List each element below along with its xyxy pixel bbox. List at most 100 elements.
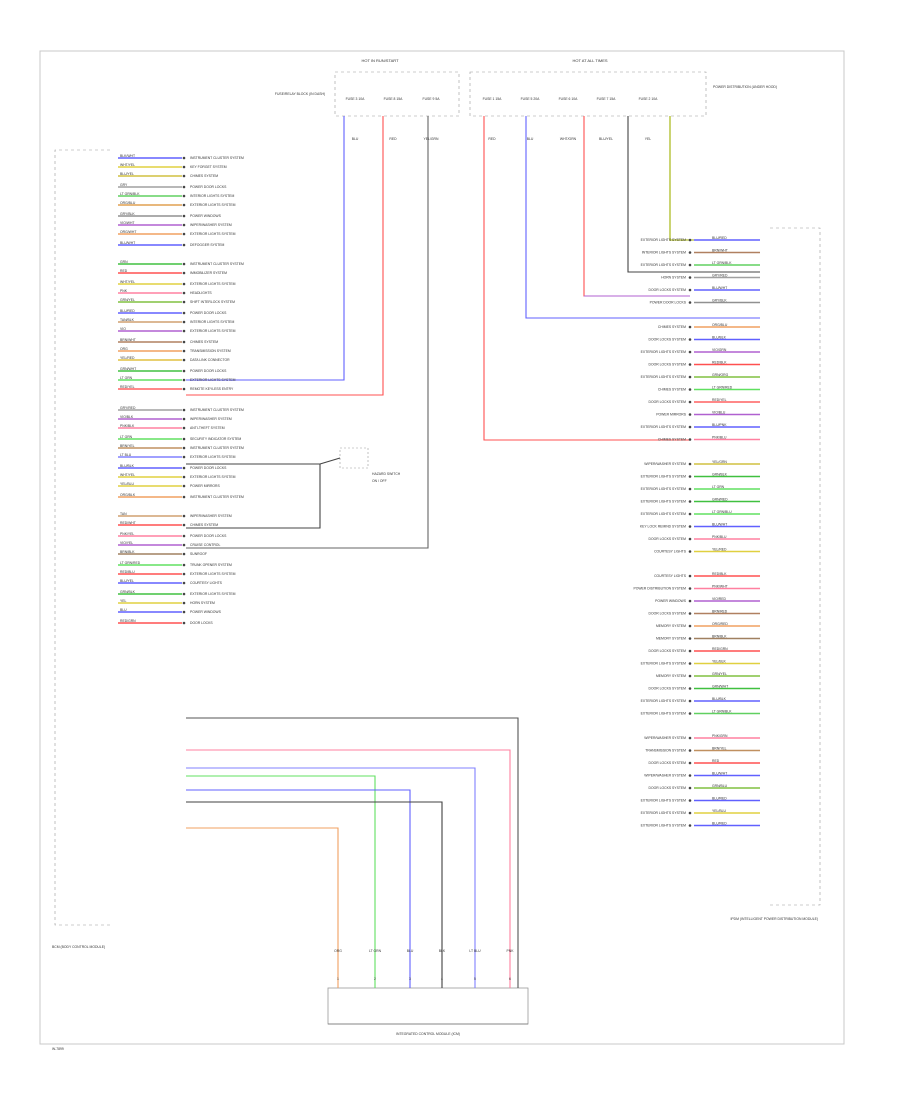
right-pin-system-label: TRANSMISSION SYSTEM (645, 749, 686, 753)
left-pin-system-label: EXTERIOR LIGHTS SYSTEM (190, 203, 236, 207)
left-pin-wire-label: YEL/RED (120, 356, 135, 360)
right-pin-system-label: WIPER/WASHER SYSTEM (644, 736, 686, 740)
left-pin-system-label: WIPER/WASHER SYSTEM (190, 417, 232, 421)
right-pin-terminal (688, 624, 692, 628)
left-pin-system-label: INSTRUMENT CLUSTER SYSTEM (190, 495, 244, 499)
right-pin-wire-label: BLU/PNK (712, 423, 727, 427)
left-pin-system-label: POWER DOOR LOCKS (190, 185, 227, 189)
right-pin-wire-label: PNK/GRN (712, 734, 728, 738)
left-pin-system-label: WIPER/WASHER SYSTEM (190, 514, 232, 518)
fuse-label: FUSE 5 20A (521, 97, 541, 101)
fuse-label: FUSE 6 10A (559, 97, 579, 101)
right-pin-terminal (688, 612, 692, 615)
right-pin-wire-label: BLU/BLK (712, 336, 727, 340)
right-pin-system-label: POWER DOOR LOCKS (650, 301, 687, 305)
left-pin-wire-label: VIO (120, 327, 126, 331)
right-pin-wire-label: YEL/BLU (712, 809, 726, 813)
left-pin-terminal (182, 484, 186, 488)
right-pin-terminal (688, 251, 692, 254)
left-pin-system-label: DEFOGGER SYSTEM (190, 243, 224, 247)
left-pin-wire-label: ORG/BLK (120, 493, 136, 497)
fuse-wire-label: YEL (645, 137, 652, 141)
right-pin-system-label: DOOR LOCKS SYSTEM (649, 537, 687, 541)
right-pin-terminal (688, 487, 692, 491)
right-pin-terminal (688, 712, 692, 715)
left-pin-wire-label: RED/YEL (120, 385, 135, 389)
left-pin-wire-label: RED (120, 269, 128, 273)
right-pin-terminal (688, 500, 692, 503)
right-pin-terminal (688, 799, 692, 802)
left-pin-wire-label: WHT/YEL (120, 280, 135, 284)
bottom-module-wire (186, 789, 411, 988)
right-pin-wire-label: VIO/GRN (712, 348, 727, 352)
left-pin-terminal (182, 214, 186, 218)
left-pin-terminal (182, 592, 186, 596)
left-pin-terminal (182, 282, 186, 286)
hazard-switch-sub: ON / OFF (372, 479, 387, 483)
right-pin-wire-label: BLU/WHT (712, 772, 727, 776)
bottom-module-wire (186, 801, 443, 988)
left-pin-terminal (182, 185, 186, 189)
right-pin-wire-label: LT GRN/RED (712, 386, 733, 390)
bottom-pin-label: 2 (374, 977, 376, 981)
left-pin-wire-label: BLU (120, 608, 127, 612)
right-pin-terminal (688, 363, 692, 366)
left-pin-wire-label: LT BLU (120, 453, 132, 457)
fuse-label: FUSE 7 15A (597, 97, 617, 101)
right-pin-wire-label: ORG/RED (712, 622, 728, 626)
fuse-wire-label: BLU (527, 137, 534, 141)
left-pin-terminal (182, 300, 186, 304)
left-pin-system-label: CHIMES SYSTEM (190, 340, 218, 344)
right-pin-terminal (688, 301, 692, 304)
left-pin-terminal (182, 466, 186, 470)
fuse-wire-label: BLU (352, 137, 359, 141)
left-pin-wire-label: GRY (120, 183, 128, 187)
left-pin-wire-label: ORG/BLU (120, 201, 136, 205)
left-pin-terminal (182, 437, 186, 441)
left-pin-wire-label: YEL/BLU (120, 482, 134, 486)
right-pin-wire-label: BLU/RED (712, 797, 727, 801)
right-pin-wire-label: ORG/BLU (712, 323, 728, 327)
left-pin-terminal (182, 174, 186, 178)
bottom-pin-label: 5 (474, 977, 476, 981)
bottom-module-title: INTEGRATED CONTROL MODULE (ICM) (396, 1032, 460, 1036)
fuse-label: FUSE 2 10A (639, 97, 659, 101)
fuse-wire-blk (627, 116, 760, 273)
right-pin-terminal (688, 462, 692, 466)
left-pin-wire-label: TAN/BLK (120, 318, 135, 322)
bottom-wire-label: BLU (407, 949, 414, 953)
right-pin-terminal (688, 599, 692, 603)
right-module-outline (770, 227, 821, 906)
right-pin-terminal (688, 512, 692, 516)
right-pin-terminal (688, 238, 692, 242)
left-pin-terminal (182, 446, 186, 450)
right-pin-terminal (688, 786, 692, 790)
right-pin-system-label: HORN SYSTEM (661, 276, 686, 280)
switch-tap (319, 457, 341, 465)
right-pin-wire-label: BLU/RED (712, 822, 727, 826)
right-pin-system-label: DOOR LOCKS SYSTEM (649, 786, 687, 790)
right-pin-terminal (688, 649, 692, 653)
left-pin-terminal (182, 601, 186, 605)
left-pin-terminal (182, 349, 186, 353)
left-pin-system-label: EXTERIOR LIGHTS SYSTEM (190, 282, 236, 286)
right-pin-wire-label: PNK/WHT (712, 585, 728, 589)
bottom-pin-label: 1 (337, 977, 339, 981)
right-pin-terminal (688, 824, 692, 827)
left-pin-system-label: HEADLIGHTS (190, 291, 212, 295)
left-pin-system-label: CHIMES SYSTEM (190, 523, 218, 527)
right-pin-terminal (688, 375, 692, 379)
left-pin-terminal (182, 291, 186, 295)
right-pin-system-label: EXTERIOR LIGHTS SYSTEM (641, 512, 687, 516)
right-pin-system-label: POWER DISTRIBUTION SYSTEM (633, 587, 686, 591)
left-pin-terminal (182, 572, 186, 576)
left-pin-wire-label: GRN/WHT (120, 367, 136, 371)
right-pin-terminal (688, 400, 692, 404)
right-pin-system-label: INTERIOR LIGHTS SYSTEM (642, 251, 686, 255)
fuse-box-right (469, 71, 707, 117)
right-pin-wire-label: BLU/WHT (712, 286, 727, 290)
right-pin-wire-label: LT GRN/BLU (712, 510, 732, 514)
left-pin-system-label: ANTI-THEFT SYSTEM (190, 426, 225, 430)
left-pin-wire-label: VIO/BLK (120, 415, 134, 419)
left-pin-wire-label: GRY/BLK (120, 212, 135, 216)
